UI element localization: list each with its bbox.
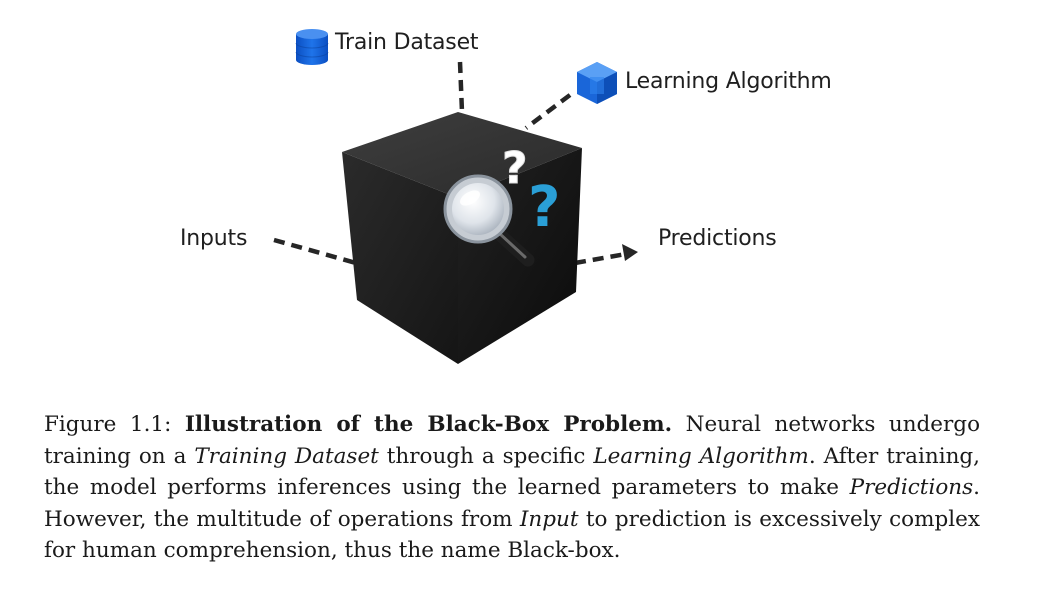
learning-algorithm-label: Learning Algorithm [625,69,832,94]
predictions-label: Predictions [658,226,777,251]
train-dataset-label: Train Dataset [335,30,479,55]
learning-algorithm-connector [524,93,572,130]
figure-caption: Figure 1.1: Illustration of the Black-Bo… [44,409,980,567]
train-dataset-connector [457,61,465,113]
caption-emph-input: Input [519,506,579,532]
caption-text-1: Neural networks undergo training on a [44,412,981,469]
caption-emph-learning-algorithm: Learning Algorithm [593,443,809,469]
cube-top-face [342,112,582,198]
inputs-label: Inputs [180,226,248,251]
question-mark-blue: ? [528,175,560,240]
predictions-connector [574,251,627,266]
caption-text-4: . However, the multitude of operations f… [44,475,980,532]
caption-emph-predictions: Predictions [849,475,974,500]
caption-title: Illustration of the Black-Box Problem. [184,412,673,437]
caption-emph-training-dataset: Training Dataset [194,443,379,469]
cube-icon [577,62,617,104]
black-box-figure: ? ? Train Dataset Learning Algorithm Inp… [180,29,832,364]
caption-text-5: to prediction is excessively complex for… [44,506,980,564]
inputs-connector [273,237,357,266]
predictions-arrowhead [622,244,638,261]
database-icon [295,29,329,65]
cube-left-face [342,152,458,364]
magnifier-icon [443,174,535,267]
caption-prefix: Figure 1.1: [44,412,185,437]
caption-text-3: . After training, the model performs inf… [44,443,981,501]
caption-text-2: through a specific [378,443,594,469]
figure-canvas: ? ? [273,29,638,364]
question-mark-white: ? [502,143,528,194]
